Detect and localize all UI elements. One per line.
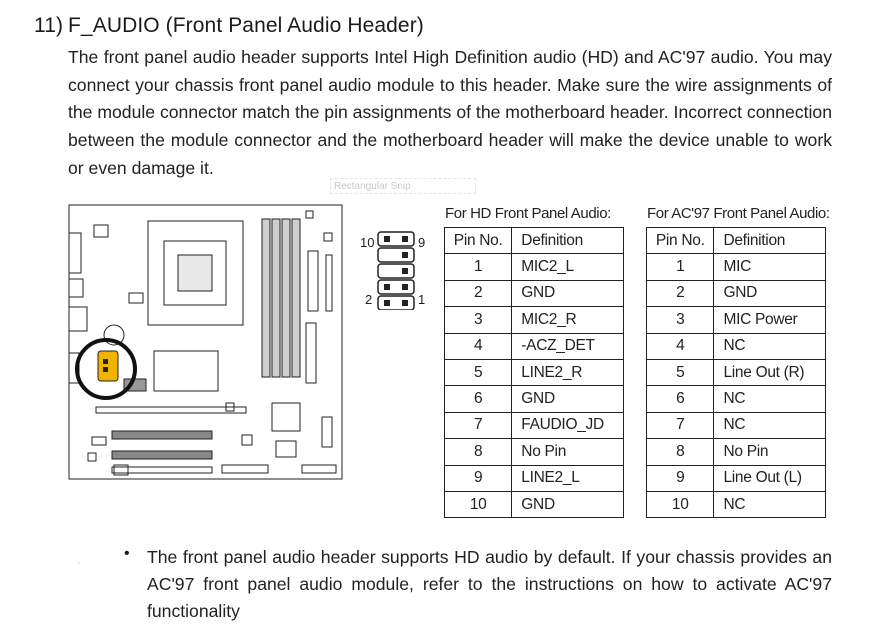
hd-pin-number: 10 (445, 491, 512, 517)
ac97-table-caption: For AC'97 Front Panel Audio: (647, 205, 830, 222)
ac97-pin-number: 5 (647, 359, 714, 385)
note-mascot-icon (78, 540, 128, 585)
hd-header-definition: Definition (512, 228, 624, 254)
hd-pin-definition: GND (512, 491, 624, 517)
ac97-pin-number: 8 (647, 439, 714, 465)
note-bullet: • (124, 545, 130, 563)
ac97-pin-definition: NC (714, 333, 826, 359)
ac97-pin-number: 2 (647, 280, 714, 306)
hd-pin-number: 5 (445, 359, 512, 385)
ac97-pin-definition: NC (714, 386, 826, 412)
pin-label-10: 10 (360, 235, 374, 250)
ac97-pin-definition: MIC Power (714, 307, 826, 333)
ac97-header-pin-no: Pin No. (647, 228, 714, 254)
ac97-pin-definition: MIC (714, 254, 826, 280)
hd-pin-number: 6 (445, 386, 512, 412)
pin-label-9: 9 (418, 235, 425, 250)
ac97-pin-definition: Line Out (L) (714, 465, 826, 491)
section-heading: 11)F_AUDIO (Front Panel Audio Header) (34, 14, 424, 38)
hd-pin-definition: GND (512, 280, 624, 306)
description-paragraph: The front panel audio header supports In… (68, 44, 832, 183)
ac97-header-definition: Definition (714, 228, 826, 254)
ac97-pin-definition: NC (714, 491, 826, 517)
ac97-pin-definition: NC (714, 412, 826, 438)
hd-pin-definition: MIC2_L (512, 254, 624, 280)
hd-pin-definition: LINE2_L (512, 465, 624, 491)
hd-pin-definition: MIC2_R (512, 307, 624, 333)
motherboard-diagram (66, 203, 348, 483)
ac97-pin-number: 3 (647, 307, 714, 333)
hd-table-caption: For HD Front Panel Audio: (445, 205, 611, 222)
hd-pin-number: 9 (445, 465, 512, 491)
pin-label-2: 2 (365, 292, 372, 307)
section-number: 11) (34, 14, 68, 38)
hd-header-pin-no: Pin No. (445, 228, 512, 254)
hd-pin-number: 8 (445, 439, 512, 465)
hd-pin-definition: LINE2_R (512, 359, 624, 385)
hd-pin-number: 1 (445, 254, 512, 280)
hd-table-row: 4-ACZ_DET (445, 333, 624, 359)
hd-pin-definition: GND (512, 386, 624, 412)
hd-pin-number: 3 (445, 307, 512, 333)
ac97-pin-definition: GND (714, 280, 826, 306)
ac97-pin-number: 4 (647, 333, 714, 359)
ac97-pin-number: 7 (647, 412, 714, 438)
hd-pin-definition: -ACZ_DET (512, 333, 624, 359)
ac97-pin-definition: No Pin (714, 439, 826, 465)
hd-pin-definition: FAUDIO_JD (512, 412, 624, 438)
rectangular-snip-watermark: Rectangular Snip (330, 178, 476, 194)
hd-pin-number: 2 (445, 280, 512, 306)
hd-pin-number: 4 (445, 333, 512, 359)
ac97-pin-definition: Line Out (R) (714, 359, 826, 385)
pin-label-1: 1 (418, 292, 425, 307)
ac97-pin-number: 1 (647, 254, 714, 280)
hd-pin-number: 7 (445, 412, 512, 438)
ac97-pin-number: 9 (647, 465, 714, 491)
ac97-pin-number: 10 (647, 491, 714, 517)
hd-pin-definition: No Pin (512, 439, 624, 465)
ac97-pin-number: 6 (647, 386, 714, 412)
section-title: F_AUDIO (Front Panel Audio Header) (68, 14, 424, 37)
